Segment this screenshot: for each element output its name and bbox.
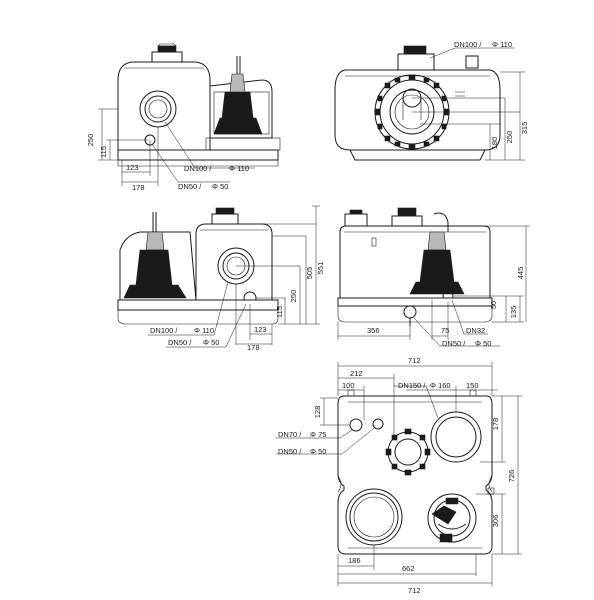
view-mid-left: 551 505 250 115 123 178 DN100 / Φ 110 DN… bbox=[117, 205, 325, 352]
callout-dn150-bottom-view: DN150 / bbox=[398, 381, 426, 390]
callout-d110-mid-left: Φ 110 bbox=[194, 326, 214, 335]
callout-dn32-mid-right: DN32 bbox=[466, 326, 485, 335]
view-mid-right: 445 135 50 356 75 DN32 DN50 / Φ 50 bbox=[337, 207, 530, 348]
callout-d50-mid-left: Φ 50 bbox=[203, 338, 219, 347]
callout-dn100-mid-left: DN100 / bbox=[150, 326, 178, 335]
dim-123-top-left: 123 bbox=[126, 163, 139, 172]
dim-186-bottom-view: 186 bbox=[348, 556, 361, 565]
dim-123-mid-left: 123 bbox=[254, 325, 267, 334]
dim-250-mid-left: 250 bbox=[289, 290, 298, 303]
callout-dn50-top-left: DN50 / bbox=[178, 182, 202, 191]
dim-306-bottom-view: 306 bbox=[491, 515, 500, 528]
dim-726-bottom-view: 726 bbox=[507, 470, 516, 483]
callout-d110-top-right: Φ 110 bbox=[492, 40, 512, 49]
dim-505-mid-left: 505 bbox=[305, 267, 314, 280]
dim-662-bottom-view: 662 bbox=[402, 564, 415, 573]
dim-75-mid-right: 75 bbox=[441, 326, 449, 335]
dim-315-top-right: 315 bbox=[520, 122, 529, 135]
dim-115-mid-left: 115 bbox=[275, 306, 284, 318]
dim-356-mid-right: 356 bbox=[367, 326, 380, 335]
dim-250-top-right: 250 bbox=[505, 131, 514, 144]
dim-551-mid-left: 551 bbox=[316, 262, 325, 275]
dim-178-mid-left: 178 bbox=[247, 343, 260, 352]
dim-712-top-bottom-view: 712 bbox=[408, 356, 421, 365]
callout-d50-mid-right: Φ 50 bbox=[475, 339, 491, 348]
callout-d75-bottom-view: Φ 75 bbox=[310, 430, 326, 439]
callout-d50-bottom-view: Φ 50 bbox=[310, 447, 326, 456]
view-top-left: 250 115 123 178 DN100 / Φ 110 DN50 / Φ 5… bbox=[86, 43, 281, 192]
callout-dn50-bottom-view: DN50 / bbox=[278, 447, 302, 456]
dim-178-bottom-view: 178 bbox=[491, 418, 500, 431]
callout-d50-top-left: Φ 50 bbox=[212, 182, 228, 191]
callout-d160-bottom-view: Φ 160 bbox=[430, 381, 451, 390]
dim-445-mid-right: 445 bbox=[516, 267, 525, 280]
callout-dn50-mid-left: DN50 / bbox=[168, 338, 192, 347]
dim-50-mid-right: 50 bbox=[489, 301, 498, 309]
dim-115-top-left: 115 bbox=[99, 146, 108, 158]
dim-250-top-left: 250 bbox=[86, 134, 95, 147]
view-bottom-plan: 712 212 100 150 128 DN150 / Φ 160 DN70 /… bbox=[276, 356, 522, 595]
dim-178-top-left: 178 bbox=[132, 183, 145, 192]
dim-100-bottom-view: 100 bbox=[342, 381, 355, 390]
callout-dn70-bottom-view: DN70 / bbox=[278, 430, 302, 439]
callout-dn50-mid-right: DN50 / bbox=[442, 339, 466, 348]
dim-150-bottom-view: 150 bbox=[466, 381, 479, 390]
callout-d110-top-left: Φ 110 bbox=[229, 164, 249, 173]
dim-712-bottom-bottom-view: 712 bbox=[408, 586, 421, 595]
dim-180-top-right: 180 bbox=[490, 137, 499, 150]
callout-dn100-top-left: DN100 / bbox=[184, 164, 212, 173]
dim-135-mid-right: 135 bbox=[509, 306, 518, 319]
dim-128-bottom-view: 128 bbox=[313, 406, 322, 419]
view-top-right: 180 250 315 DN100 / Φ 110 bbox=[334, 40, 529, 161]
callout-dn100-top-right: DN100 / bbox=[454, 40, 482, 49]
dim-212-bottom-view: 212 bbox=[350, 369, 363, 378]
